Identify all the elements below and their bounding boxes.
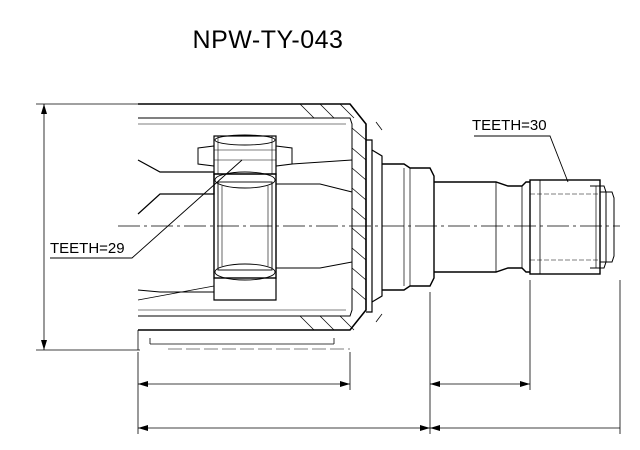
flange <box>366 121 435 323</box>
stem <box>434 179 615 275</box>
height-dimension <box>36 103 140 351</box>
length-dimensions <box>137 280 621 434</box>
part-number-title: NPW-TY-043 <box>192 26 344 54</box>
teeth-outer-label: TEETH=30 <box>472 117 547 134</box>
teeth-inner-label: TEETH=29 <box>50 240 125 257</box>
teeth-leaders <box>50 135 569 259</box>
inner-race <box>137 134 353 301</box>
housing <box>137 103 367 350</box>
